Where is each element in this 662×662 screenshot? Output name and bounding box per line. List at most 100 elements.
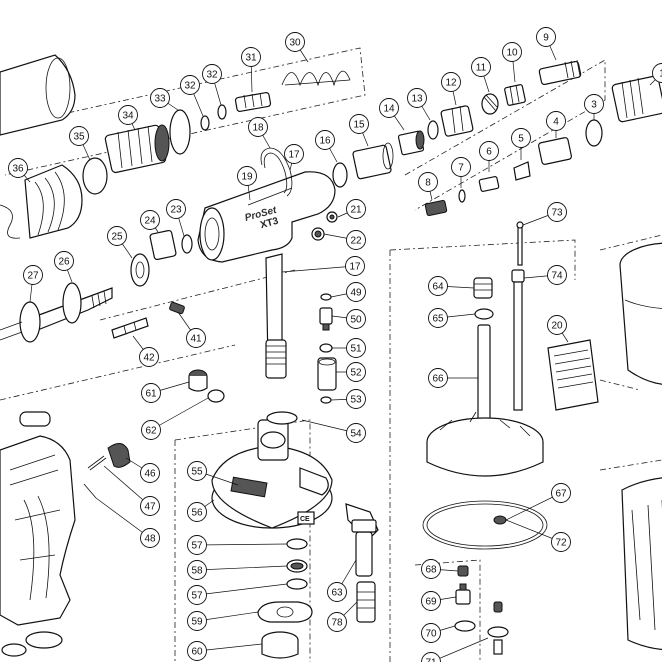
- leader-line-59: [196, 611, 259, 622]
- callout-number: 59: [191, 617, 203, 628]
- callout-circle: [187, 641, 207, 661]
- callout-labels: 1345678910111213141516171718192021222324…: [8, 27, 662, 662]
- callout-circle: [421, 652, 441, 662]
- callout-6: 6: [479, 141, 499, 161]
- bushing-part-12: [440, 105, 474, 137]
- callout-67: 67: [551, 483, 571, 503]
- callout-36: 36: [8, 158, 28, 178]
- callout-number: 73: [551, 208, 563, 219]
- retainer-part-25: [130, 253, 150, 287]
- callout-20: 20: [547, 315, 567, 335]
- valve-stem-part-42: [111, 317, 149, 339]
- callout-number: 67: [555, 489, 567, 500]
- callout-number: 30: [289, 38, 301, 49]
- nut-part-10: [504, 84, 526, 106]
- callout-63: 63: [327, 582, 347, 602]
- callout-4: 4: [546, 111, 566, 131]
- callout-72: 72: [551, 532, 571, 552]
- callout-circle: [327, 582, 347, 602]
- o-ring-part-3: [585, 119, 603, 147]
- callout-circle: [428, 276, 448, 296]
- o-ring-part-16: [332, 162, 348, 188]
- o-ring-part-49: [320, 293, 332, 301]
- callout-number: 13: [411, 94, 423, 105]
- callout-circle: [150, 88, 170, 108]
- callout-52: 52: [346, 362, 366, 382]
- callout-number: 74: [551, 271, 563, 282]
- callout-number: 32: [184, 81, 196, 92]
- callout-circle: [511, 128, 531, 148]
- callout-circle: [315, 130, 335, 150]
- callout-number: 57: [191, 541, 203, 552]
- callout-65: 65: [428, 308, 448, 328]
- callout-30: 30: [285, 32, 305, 52]
- callout-number: 7: [458, 163, 464, 174]
- callout-60: 60: [187, 641, 207, 661]
- callout-58: 58: [187, 560, 207, 580]
- callout-78: 78: [327, 612, 347, 632]
- callout-1: 1: [652, 63, 662, 83]
- callout-circle: [8, 158, 28, 178]
- callout-circle: [140, 210, 160, 230]
- callout-circle: [421, 623, 441, 643]
- callout-circle: [346, 389, 366, 409]
- callout-number: 52: [350, 368, 362, 379]
- callout-circle: [428, 368, 448, 388]
- callout-circle: [237, 166, 257, 186]
- leader-line-67: [505, 492, 562, 521]
- callout-number: 22: [350, 236, 362, 247]
- callout-68: 68: [421, 559, 441, 579]
- callout-18: 18: [248, 117, 268, 137]
- trigger-tube-part-17: [265, 253, 287, 379]
- callout-number: 50: [350, 315, 362, 326]
- cap-part-71a: [493, 601, 503, 613]
- callout-number: 16: [319, 136, 331, 147]
- callout-number: 26: [58, 257, 70, 268]
- callout-number: 31: [245, 53, 257, 64]
- callout-55: 55: [187, 461, 207, 481]
- tool-body-part-19: ProSet XT3: [197, 171, 336, 263]
- callout-32: 32: [180, 75, 200, 95]
- spring-part-41: [169, 301, 185, 315]
- callout-circle: [536, 27, 556, 47]
- callout-number: 53: [350, 395, 362, 406]
- callout-number: 34: [122, 111, 134, 122]
- callout-number: 70: [425, 629, 437, 640]
- assembly-axis-lines: [0, 47, 662, 662]
- sleeve-part-15: [352, 142, 394, 180]
- o-ring-part-7: [458, 189, 466, 203]
- callout-21: 21: [346, 199, 366, 219]
- callout-10: 10: [502, 42, 522, 62]
- callout-16: 16: [315, 130, 335, 150]
- valve-sleeve-part-4: [537, 137, 573, 165]
- callout-7: 7: [451, 157, 471, 177]
- callout-circle: [428, 308, 448, 328]
- callout-circle: [139, 347, 159, 367]
- callout-17: 17: [345, 256, 365, 276]
- fitting-part-78: [356, 581, 376, 623]
- callout-number: 3: [591, 100, 597, 111]
- callout-circle: [241, 47, 261, 67]
- gasket-part-67: [422, 500, 548, 550]
- o-ring-part-62: [207, 389, 225, 403]
- callout-circle: [546, 111, 566, 131]
- callout-circle: [346, 282, 366, 302]
- pin-part-73: [516, 221, 524, 266]
- callout-42: 42: [139, 347, 159, 367]
- valve-part-50: [319, 307, 333, 331]
- callout-number: 72: [555, 538, 567, 549]
- callout-number: 17: [349, 262, 361, 273]
- callout-number: 4: [553, 117, 559, 128]
- o-ring-part-13: [427, 120, 439, 140]
- callout-number: 60: [191, 647, 203, 658]
- label-part-20: [547, 339, 599, 411]
- callout-circle: [547, 265, 567, 285]
- callout-circle: [141, 383, 161, 403]
- callout-circle: [379, 98, 399, 118]
- callout-number: 6: [486, 147, 492, 158]
- leader-line-57: [196, 583, 288, 596]
- callout-circle: [187, 535, 207, 555]
- callout-circle: [187, 502, 207, 522]
- valve-part-31: [234, 92, 272, 112]
- callout-35: 35: [69, 126, 89, 146]
